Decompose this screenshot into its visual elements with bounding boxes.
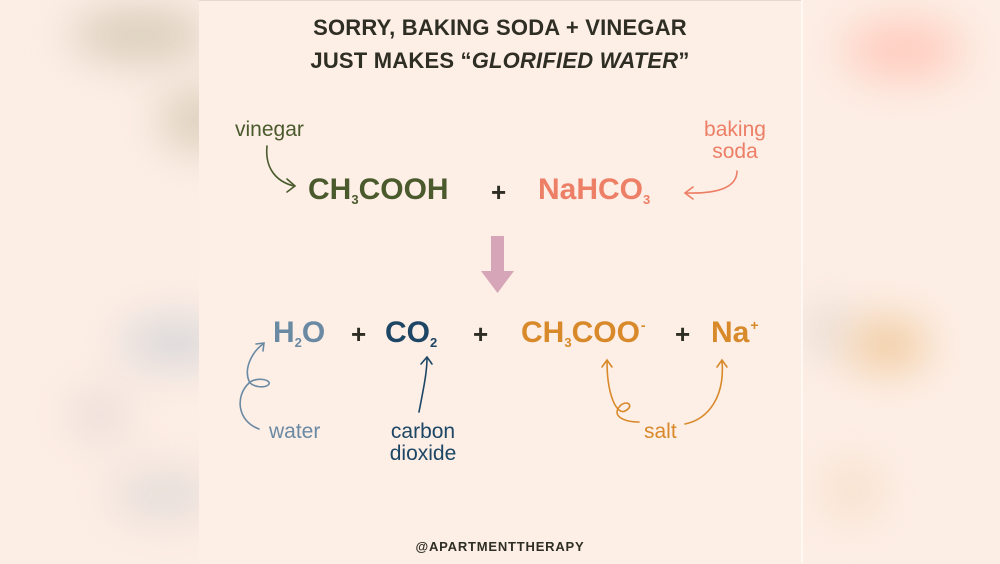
- acetate-formula: CH3COO-: [521, 316, 646, 350]
- formula-part: COO: [571, 316, 640, 349]
- vinegar-formula: CH3COOH: [308, 173, 449, 207]
- plus-sign: +: [473, 319, 489, 349]
- headline-line-1: SORRY, BAKING SODA + VINEGAR: [313, 15, 687, 40]
- blur-blob: [120, 320, 199, 365]
- salt-label: salt: [644, 420, 677, 443]
- water-label: water: [269, 420, 321, 443]
- subscript: 3: [564, 335, 572, 350]
- reaction-down-arrow-icon: [481, 236, 514, 293]
- superscript: +: [750, 317, 759, 333]
- blur-blob: [160, 90, 199, 150]
- headline-prefix: JUST MAKES “: [310, 48, 472, 73]
- blur-blob: [843, 20, 963, 80]
- blurred-background-left: [0, 0, 199, 563]
- blur-blob: [823, 460, 883, 520]
- annotation-arrows: [239, 145, 738, 430]
- formula-part: CH: [521, 316, 565, 349]
- headline-line-2: JUST MAKES “GLORIFIED WATER”: [199, 48, 801, 74]
- subscript: 2: [430, 335, 438, 350]
- superscript: -: [640, 317, 646, 333]
- salt-pointer-icon: [601, 358, 728, 425]
- label-line: baking: [704, 118, 766, 141]
- carbon-dioxide-formula: CO2: [385, 316, 438, 350]
- label-line: soda: [712, 140, 758, 163]
- subscript: 3: [643, 192, 651, 207]
- plus-sign: +: [491, 177, 507, 207]
- blurred-background-right: [801, 0, 1000, 563]
- vinegar-pointer-icon: [265, 145, 297, 193]
- plus-sign: +: [351, 319, 367, 349]
- sodium-ion-formula: Na+: [711, 318, 759, 348]
- subscript: 2: [294, 335, 302, 350]
- water-formula: H2O: [273, 316, 326, 350]
- infographic-card: SORRY, BAKING SODA + VINEGAR JUST MAKES …: [199, 0, 801, 564]
- blur-blob: [70, 10, 199, 60]
- subscript: 3: [351, 192, 359, 207]
- carbon-dioxide-pointer-icon: [418, 355, 433, 413]
- baking-soda-pointer-icon: [683, 170, 738, 200]
- formula-part: O: [301, 316, 326, 349]
- blur-blob: [70, 390, 130, 440]
- vinegar-label: vinegar: [235, 118, 304, 141]
- footer-handle: @APARTMENTTHERAPY: [415, 539, 585, 554]
- plus-sign: +: [675, 319, 691, 349]
- formula-part: Na: [711, 316, 750, 349]
- formula-part: H: [273, 316, 295, 349]
- label-line: carbon: [390, 420, 456, 443]
- blur-blob: [848, 320, 928, 370]
- formula-part: CH: [308, 173, 352, 206]
- headline-suffix: ”: [678, 48, 690, 73]
- baking-soda-formula: NaHCO3: [538, 173, 651, 207]
- formula-part: COOH: [358, 173, 449, 206]
- headline-emphasis: GLORIFIED WATER: [471, 48, 679, 73]
- formula-part: CO: [385, 316, 430, 349]
- blur-blob: [803, 310, 853, 350]
- label-line: dioxide: [389, 442, 457, 465]
- blur-blob: [110, 470, 199, 520]
- water-pointer-icon: [239, 342, 270, 430]
- formula-part: NaHCO: [538, 173, 644, 206]
